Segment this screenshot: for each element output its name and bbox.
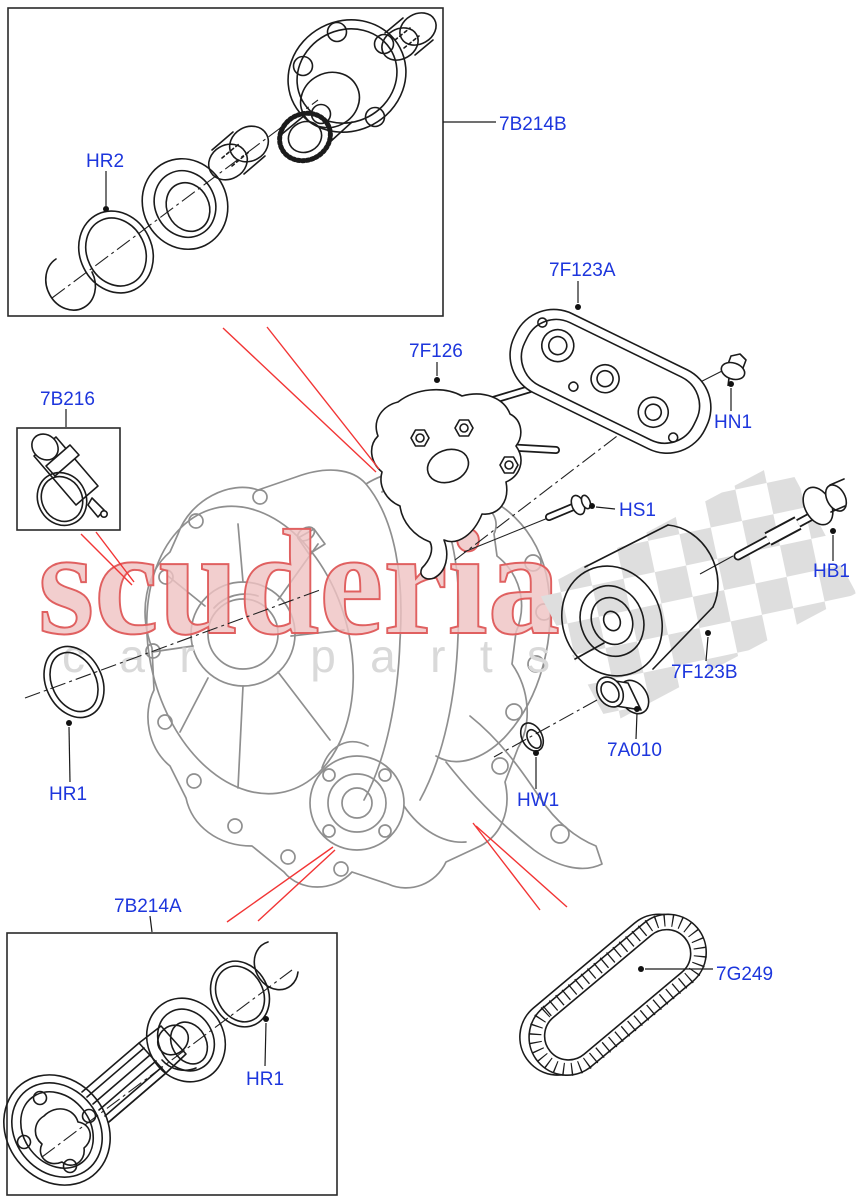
- shift-fork-drawing: [370, 385, 560, 580]
- oil-seal-drawing: [141, 157, 229, 251]
- callout-7b214a[interactable]: 7B214A: [114, 896, 182, 917]
- callout-7g249[interactable]: 7G249: [716, 964, 773, 985]
- callout-labels: HR2 7B214B 7F123A 7F126 HN1 7B216 HS1 HB…: [40, 114, 850, 1090]
- callout-7f126[interactable]: 7F126: [409, 341, 463, 362]
- seal-ring-hr1-lower-drawing: [209, 960, 271, 1028]
- seal-ring-hr1-left-drawing: [43, 645, 105, 719]
- breather-valve-drawing: [31, 433, 109, 518]
- red-pointer-lines: [80, 326, 568, 923]
- callout-7b214b[interactable]: 7B214B: [499, 114, 567, 135]
- callout-hn1[interactable]: HN1: [714, 412, 752, 433]
- callout-7f123a[interactable]: 7F123A: [549, 260, 616, 281]
- bearing-small-drawing: [381, 12, 437, 61]
- callout-hr2[interactable]: HR2: [86, 151, 124, 172]
- stub-shaft-flange-drawing: [3, 1024, 190, 1186]
- bearing-lower-drawing: [145, 997, 227, 1083]
- callout-hb1[interactable]: HB1: [813, 561, 850, 582]
- inset-box-breather: [16, 427, 121, 531]
- bearing-drawing: [207, 125, 270, 181]
- callout-hr1-left[interactable]: HR1: [49, 784, 87, 805]
- drive-belt-drawing: [519, 913, 708, 1077]
- callout-7f123b[interactable]: 7F123B: [671, 662, 738, 683]
- plug-drawing: [595, 676, 650, 715]
- bolt-hb1-drawing: [733, 478, 848, 561]
- oil-filter-drawing: [560, 524, 719, 677]
- callout-7a010[interactable]: 7A010: [607, 740, 662, 761]
- callout-hs1[interactable]: HS1: [619, 500, 656, 521]
- oil-cooler-drawing: [509, 308, 712, 454]
- nut-hn1-drawing: [720, 353, 747, 387]
- washer-hw1-drawing: [519, 722, 545, 752]
- output-flange-drawing: [277, 19, 407, 164]
- callout-7b216[interactable]: 7B216: [40, 389, 95, 410]
- snap-ring-drawing: [253, 941, 299, 991]
- watermark-checkered-flag: [537, 458, 857, 725]
- callout-hr1-lower[interactable]: HR1: [246, 1069, 284, 1090]
- screw-hs1-drawing: [545, 494, 592, 521]
- inset-box-lower-flange-assembly: [3, 932, 338, 1196]
- o-ring-drawing: [36, 471, 88, 527]
- inset-box-upper-flange-assembly: [7, 7, 444, 317]
- seal-ring-hr2-drawing: [77, 210, 155, 294]
- callout-hw1[interactable]: HW1: [517, 790, 559, 811]
- leader-lines: [65, 121, 836, 1067]
- c-clip-drawing: [44, 258, 97, 311]
